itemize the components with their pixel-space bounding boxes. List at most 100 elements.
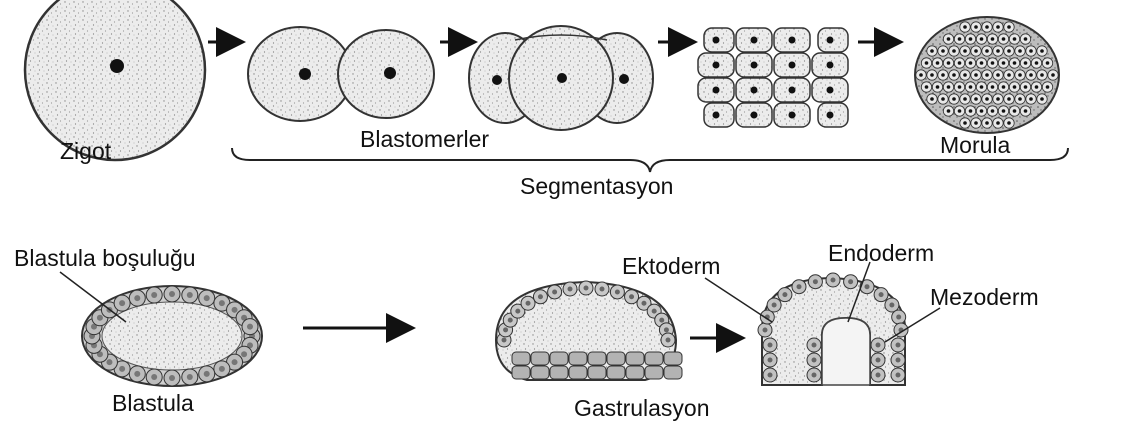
nucleus xyxy=(947,61,951,65)
nucleus xyxy=(219,366,225,372)
nucleus xyxy=(974,25,978,29)
nucleus xyxy=(936,85,940,89)
endoderm-cell xyxy=(531,352,549,365)
nucleus xyxy=(930,73,934,77)
endoderm-cell xyxy=(512,352,530,365)
nucleus xyxy=(991,109,995,113)
nucleus xyxy=(664,327,669,332)
nucleus xyxy=(974,121,978,125)
nucleus xyxy=(969,37,973,41)
two-cell-stage xyxy=(248,27,434,121)
endoderm-cell xyxy=(607,352,625,365)
label-gastrulasyon: Gastrulasyon xyxy=(574,397,710,420)
endoderm-cell xyxy=(588,352,606,365)
nucleus xyxy=(538,294,543,299)
nucleus xyxy=(652,309,657,314)
nucleus xyxy=(1040,49,1044,53)
label-morula: Morula xyxy=(940,134,1010,157)
label-zigot: Zigot xyxy=(60,140,111,163)
nucleus xyxy=(941,97,945,101)
nucleus xyxy=(974,49,978,53)
nucleus xyxy=(996,25,1000,29)
morula-cell xyxy=(915,17,1059,133)
nucleus xyxy=(768,358,773,363)
nucleus xyxy=(187,374,193,380)
label-blastula-bosulugu: Blastula boşuluğu xyxy=(14,247,196,270)
nucleus xyxy=(1018,73,1022,77)
nucleus xyxy=(232,307,238,313)
nucleus xyxy=(985,49,989,53)
nucleus xyxy=(1018,49,1022,53)
nucleus xyxy=(896,358,901,363)
nucleus xyxy=(1051,73,1055,77)
nucleus xyxy=(1029,97,1033,101)
nucleus xyxy=(963,121,967,125)
nucleus xyxy=(119,366,125,372)
nucleus xyxy=(1002,85,1006,89)
nucleus xyxy=(568,286,573,291)
nucleus xyxy=(1007,25,1011,29)
nucleus xyxy=(1007,49,1011,53)
nucleus xyxy=(936,61,940,65)
nucleus xyxy=(1013,61,1017,65)
nucleus xyxy=(969,85,973,89)
nucleus xyxy=(985,121,989,125)
nucleus xyxy=(930,97,934,101)
nucleus xyxy=(865,284,870,289)
nucleus xyxy=(247,324,253,330)
nucleus xyxy=(974,97,978,101)
nucleus xyxy=(119,300,125,306)
nucleus xyxy=(169,291,175,297)
nucleus xyxy=(713,112,720,119)
nucleus xyxy=(963,73,967,77)
nucleus xyxy=(713,37,720,44)
nucleus xyxy=(299,68,311,80)
nucleus xyxy=(789,62,796,69)
nucleus xyxy=(187,292,193,298)
nucleus xyxy=(503,327,508,332)
nucleus xyxy=(1013,37,1017,41)
nucleus xyxy=(1035,61,1039,65)
nucleus xyxy=(996,97,1000,101)
nucleus xyxy=(1035,85,1039,89)
nucleus xyxy=(1018,97,1022,101)
nucleus xyxy=(151,374,157,380)
nucleus xyxy=(952,73,956,77)
nucleus xyxy=(963,49,967,53)
endoderm-cell xyxy=(569,352,587,365)
nucleus xyxy=(980,109,984,113)
nucleus xyxy=(827,62,834,69)
nucleus xyxy=(384,67,396,79)
nucleus xyxy=(879,292,884,297)
nucleus xyxy=(151,292,157,298)
endoderm-cell xyxy=(569,366,587,379)
nucleus xyxy=(619,74,629,84)
nucleus xyxy=(106,359,112,365)
nucleus xyxy=(134,295,140,301)
endoderm-cell xyxy=(607,366,625,379)
nucleus xyxy=(941,49,945,53)
nucleus xyxy=(958,37,962,41)
nucleus xyxy=(713,62,720,69)
nucleus xyxy=(1029,73,1033,77)
nucleus xyxy=(980,85,984,89)
nucleus xyxy=(241,351,247,357)
nucleus xyxy=(896,343,901,348)
nucleus xyxy=(996,121,1000,125)
nucleus xyxy=(492,75,502,85)
nucleus xyxy=(134,371,140,377)
nucleus xyxy=(1007,121,1011,125)
nucleus xyxy=(1024,61,1028,65)
nucleus xyxy=(985,25,989,29)
nucleus xyxy=(1013,85,1017,89)
nucleus xyxy=(772,303,777,308)
nucleus xyxy=(1024,85,1028,89)
nucleus xyxy=(768,343,773,348)
nucleus xyxy=(1040,97,1044,101)
nucleus xyxy=(1024,37,1028,41)
nucleus xyxy=(751,62,758,69)
nucleus xyxy=(204,371,210,377)
nucleus xyxy=(958,85,962,89)
nucleus xyxy=(930,49,934,53)
